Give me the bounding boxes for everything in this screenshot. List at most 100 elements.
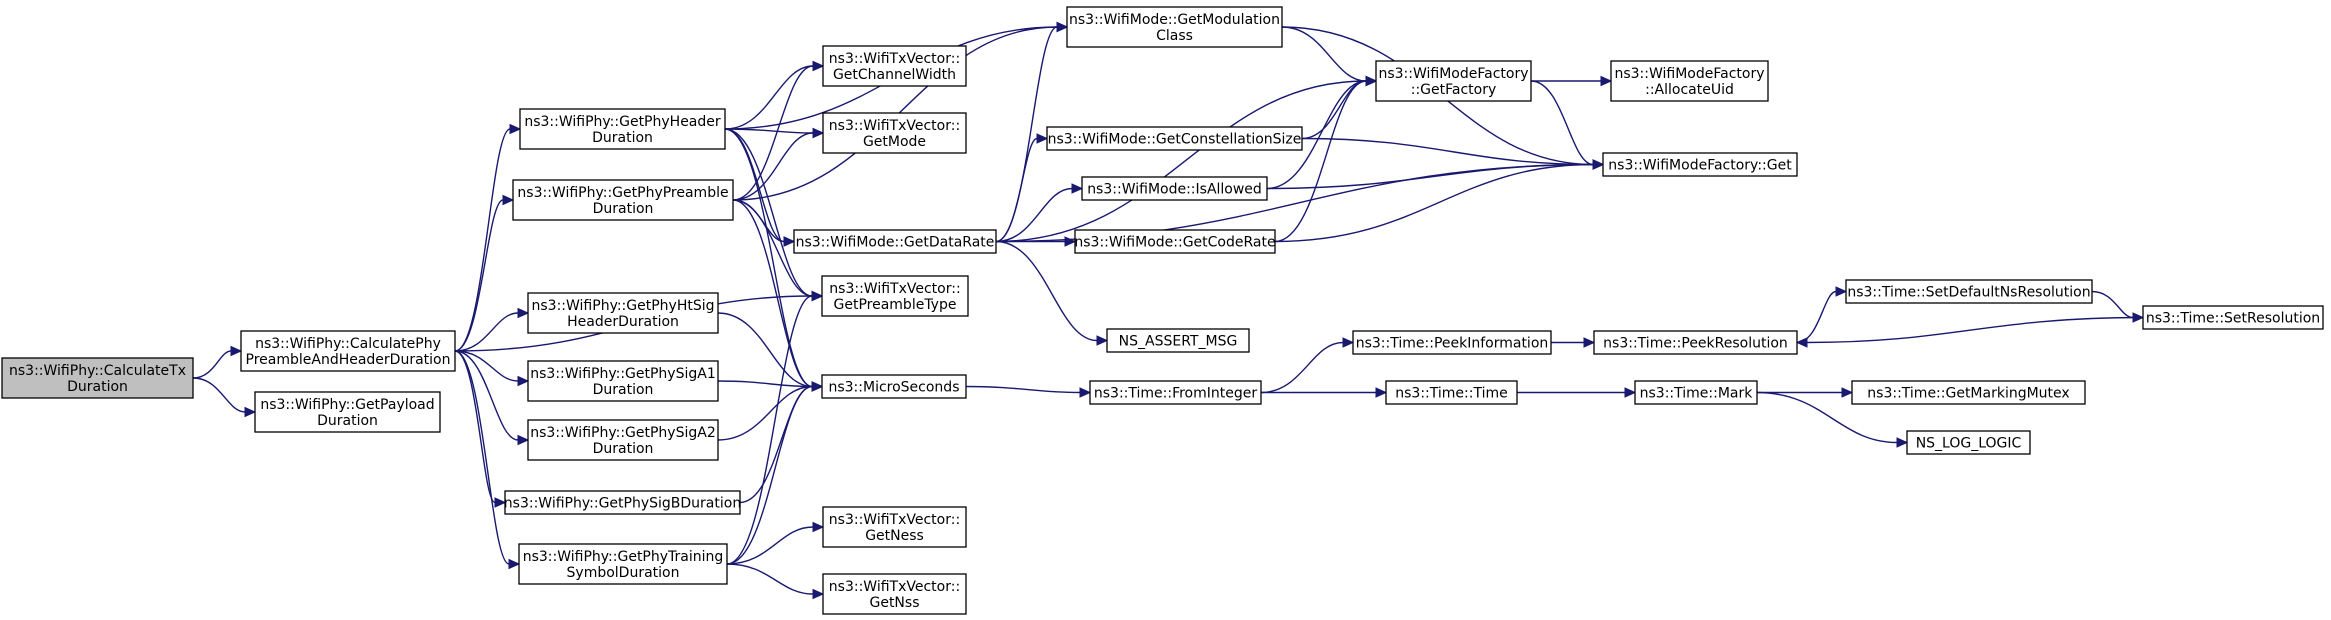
node-nss[interactable]: ns3::WifiTxVector::GetNss: [822, 573, 967, 615]
node-setRes[interactable]: ns3::Time::SetResolution: [2142, 305, 2324, 330]
arrowhead-icon: [1624, 387, 1637, 398]
node-setDefault[interactable]: ns3::Time::SetDefaultNsResolution: [1845, 279, 2093, 304]
node-label: ns3::WifiPhy::GetPhySigA1: [530, 366, 715, 382]
node-box: [504, 490, 741, 515]
node-isAllowed[interactable]: ns3::WifiMode::IsAllowed: [1081, 176, 1268, 201]
node-label: Duration: [593, 441, 654, 457]
node-getFactory[interactable]: ns3::WifiModeFactory::GetFactory: [1375, 60, 1532, 102]
arrowhead-icon: [812, 60, 825, 72]
arrowhead-icon: [812, 521, 825, 533]
arrowhead-icon: [1583, 337, 1596, 348]
edge-dataRate-to-factoryGet: [995, 159, 1605, 243]
arrowhead-icon: [1375, 387, 1388, 398]
node-box: [512, 179, 734, 221]
node-label: ns3::WifiPhy::GetPayload: [260, 397, 434, 413]
node-label: ns3::WifiMode::GetModulation: [1069, 12, 1280, 28]
node-label: Duration: [592, 130, 653, 146]
node-label: ns3::Time::PeekInformation: [1356, 336, 1549, 352]
arrowhead-icon: [1342, 337, 1355, 348]
arrowhead-icon: [1835, 286, 1848, 297]
edge-line: [454, 350, 519, 382]
node-preambleType[interactable]: ns3::WifiTxVector::GetPreambleType: [821, 275, 969, 317]
edge-line: [192, 377, 246, 413]
node-fromInteger[interactable]: ns3::Time::FromInteger: [1089, 380, 1262, 405]
edge-line: [726, 526, 814, 565]
node-box: [793, 229, 997, 254]
edge-calcPreamble-to-training: [454, 350, 521, 570]
node-label: ::GetFactory: [1411, 82, 1497, 98]
node-box: [1352, 330, 1552, 355]
edge-phyHeader-to-chanWidth: [724, 60, 825, 130]
edge-timeTime-to-mark: [1516, 387, 1637, 398]
node-sigB[interactable]: ns3::WifiPhy::GetPhySigBDuration: [504, 490, 741, 515]
edge-line: [717, 312, 813, 388]
node-label: ns3::WifiPhy::CalculateTx: [9, 363, 186, 379]
node-box: [1593, 330, 1798, 355]
edge-line: [732, 199, 813, 388]
arrowhead-icon: [1592, 159, 1605, 170]
node-box: [1385, 380, 1518, 405]
node-label: ns3::WifiTxVector::: [829, 51, 960, 67]
node-box: [240, 330, 456, 372]
node-ness[interactable]: ns3::WifiTxVector::GetNess: [822, 506, 967, 548]
edge-line: [995, 187, 1073, 243]
node-constSize[interactable]: ns3::WifiMode::GetConstellationSize: [1046, 126, 1303, 151]
node-label: Duration: [317, 413, 378, 429]
edge-line: [192, 350, 232, 379]
node-label: ns3::Time::PeekResolution: [1603, 336, 1788, 352]
node-markMutex[interactable]: ns3::Time::GetMarkingMutex: [1851, 380, 2086, 405]
node-label: ns3::WifiPhy::CalculatePhy: [255, 336, 441, 352]
arrowhead-icon: [1896, 437, 1909, 448]
node-label: ns3::Time::FromInteger: [1094, 386, 1257, 402]
node-chanWidth[interactable]: ns3::WifiTxVector::GetChannelWidth: [822, 45, 967, 87]
node-codeRate[interactable]: ns3::WifiMode::GetCodeRate: [1074, 229, 1276, 254]
node-logLogic[interactable]: NS_LOG_LOGIC: [1906, 430, 2031, 455]
edge-fromInteger-to-timeTime: [1260, 387, 1388, 398]
node-box: [2142, 305, 2324, 330]
node-box: [1375, 60, 1532, 102]
node-factoryGet[interactable]: ns3::WifiModeFactory::Get: [1602, 152, 1798, 177]
node-peekRes[interactable]: ns3::Time::PeekResolution: [1593, 330, 1798, 355]
arrowhead-icon: [1365, 75, 1378, 87]
node-timeTime[interactable]: ns3::Time::Time: [1385, 380, 1518, 405]
node-allocUid[interactable]: ns3::WifiModeFactory::AllocateUid: [1610, 60, 1769, 102]
node-label: ns3::WifiPhy::GetPhySigBDuration: [504, 496, 741, 512]
edge-line: [726, 563, 814, 595]
arrowhead-icon: [1795, 337, 1808, 348]
arrowhead-icon: [783, 236, 796, 247]
node-label: PreambleAndHeaderDuration: [246, 352, 451, 368]
edge-line: [732, 132, 814, 201]
node-training[interactable]: ns3::WifiPhy::GetPhyTrainingSymbolDurati…: [518, 543, 728, 585]
node-box: [821, 374, 967, 399]
edge-line: [726, 385, 813, 565]
node-calcPreamble[interactable]: ns3::WifiPhy::CalculatePhyPreambleAndHea…: [240, 330, 456, 372]
edge-line: [1274, 163, 1594, 243]
node-label: ns3::WifiPhy::GetPhyTraining: [523, 549, 724, 565]
arrowhead-icon: [1841, 387, 1854, 398]
node-box: [527, 360, 719, 402]
node-label: GetPreambleType: [834, 297, 957, 313]
node-box: [1089, 380, 1262, 405]
node-micro[interactable]: ns3::MicroSeconds: [821, 374, 967, 399]
node-label: ns3::WifiTxVector::: [829, 118, 960, 134]
node-assertMsg[interactable]: NS_ASSERT_MSG: [1106, 328, 1250, 353]
edge-setRes-to-peekRes: [1795, 316, 2144, 348]
node-dataRate[interactable]: ns3::WifiMode::GetDataRate: [793, 229, 997, 254]
arrowhead-icon: [1079, 387, 1092, 398]
node-txMode[interactable]: ns3::WifiTxVector::GetMode: [822, 112, 967, 154]
edge-calcTx-to-getPayload: [192, 377, 257, 418]
node-mark[interactable]: ns3::Time::Mark: [1634, 380, 1758, 405]
node-label: ns3::WifiTxVector::: [829, 512, 960, 528]
edge-line: [1260, 341, 1344, 394]
edge-mark-to-markMutex: [1756, 387, 1854, 398]
node-peekInfo[interactable]: ns3::Time::PeekInformation: [1352, 330, 1552, 355]
arrowhead-icon: [1096, 335, 1109, 346]
